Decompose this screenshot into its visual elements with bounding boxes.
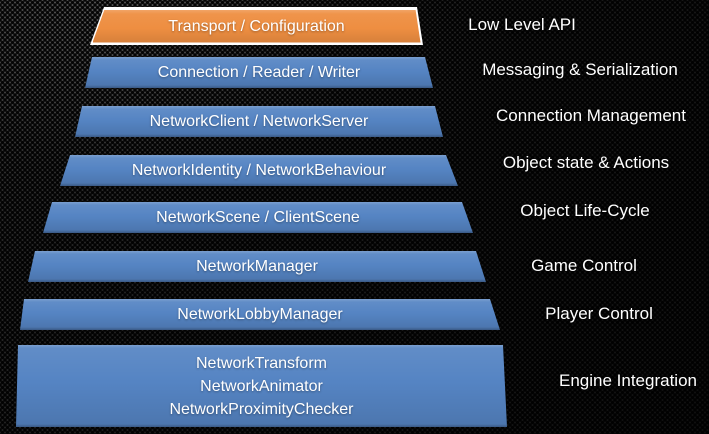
side-label-messaging-serialization: Messaging & Serialization xyxy=(482,60,678,79)
layer-box-engine-components: NetworkTransform NetworkAnimator Network… xyxy=(16,345,507,427)
side-label-engine-integration: Engine Integration xyxy=(559,371,697,390)
component-networktransform: NetworkTransform xyxy=(196,354,327,372)
layer-box-networkclient-server: NetworkClient / NetworkServer xyxy=(75,106,443,137)
layer-box-transport: Transport / Configuration xyxy=(93,10,421,43)
layer-box-label: NetworkLobbyManager xyxy=(177,306,343,323)
side-label-low-level-api: Low Level API xyxy=(468,15,576,34)
layer-box-networkmanager: NetworkManager xyxy=(28,251,486,282)
side-label-object-state-actions: Object state & Actions xyxy=(502,153,670,172)
layer-box-label: NetworkIdentity / NetworkBehaviour xyxy=(131,162,387,179)
layer-box-label: NetworkScene / ClientScene xyxy=(156,209,360,226)
side-label-player-control: Player Control xyxy=(545,304,653,323)
layer-box-label: Transport / Configuration xyxy=(168,17,345,35)
component-networkanimator: NetworkAnimator xyxy=(200,377,323,395)
side-label-object-life-cycle: Object Life-Cycle xyxy=(520,201,650,220)
component-networkproximitychecker: NetworkProximityChecker xyxy=(169,400,354,418)
layer-box-label: NetworkClient / NetworkServer xyxy=(149,113,369,130)
layer-box-networkidentity-behaviour: NetworkIdentity / NetworkBehaviour xyxy=(60,155,458,186)
side-label-connection-management: Connection Management xyxy=(496,106,686,125)
layer-box-label: NetworkManager xyxy=(196,258,318,275)
layer-box-networklobbymanager: NetworkLobbyManager xyxy=(20,299,500,330)
layer-box-transport-border: Transport / Configuration xyxy=(90,7,423,45)
layer-box-label: Connection / Reader / Writer xyxy=(157,64,361,81)
layer-box-label: NetworkTransform NetworkAnimator Network… xyxy=(169,352,353,421)
side-label-game-control: Game Control xyxy=(531,256,637,275)
layer-box-connection: Connection / Reader / Writer xyxy=(85,57,433,88)
layer-box-networkscene-clientscene: NetworkScene / ClientScene xyxy=(43,202,473,233)
